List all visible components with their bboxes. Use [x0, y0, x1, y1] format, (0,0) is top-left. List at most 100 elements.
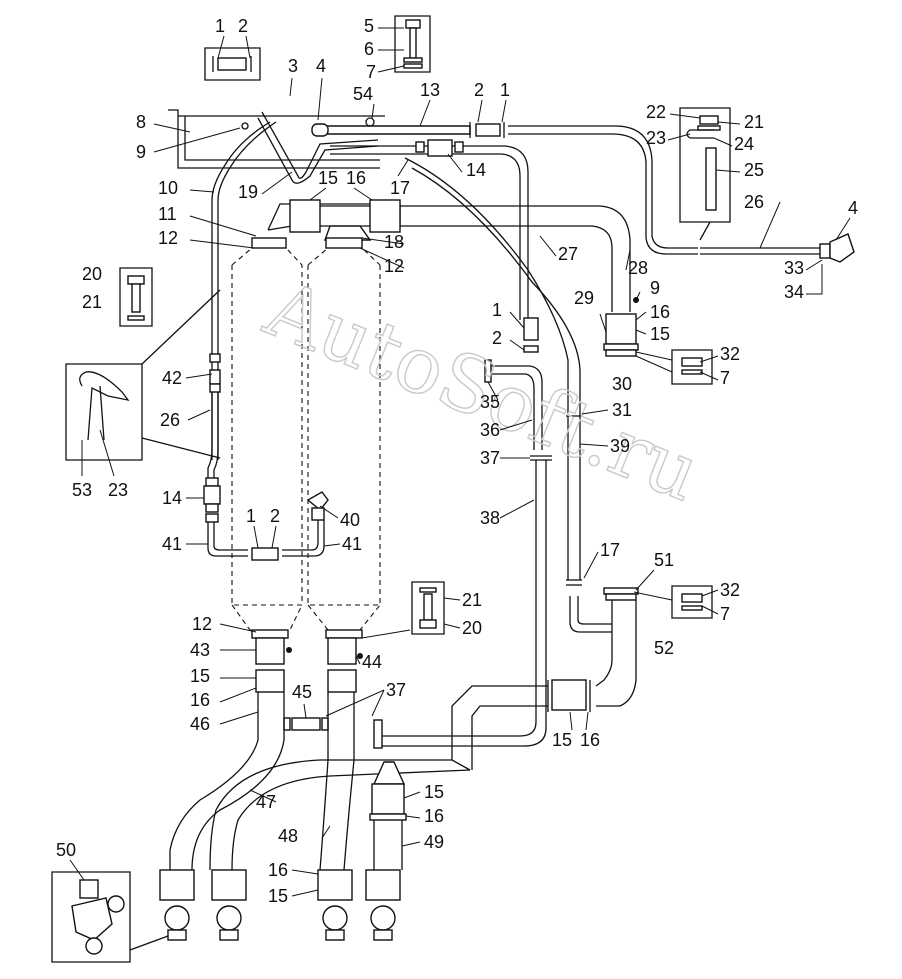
- part-label: 18: [384, 232, 404, 252]
- inset-clamp-22-25: [679, 107, 731, 223]
- part-label: 7: [720, 604, 730, 624]
- part-label: 21: [744, 112, 764, 132]
- pipe-38: [373, 455, 552, 749]
- part-label: 48: [278, 826, 298, 846]
- part-label: 1: [492, 300, 502, 320]
- part-label: 20: [462, 618, 482, 638]
- part-label: 16: [268, 860, 288, 880]
- part-label: 39: [610, 436, 630, 456]
- part-label: 21: [462, 590, 482, 610]
- inset-washer-32-7-top: [671, 349, 713, 385]
- part-label: 14: [162, 488, 182, 508]
- part-label: 23: [108, 480, 128, 500]
- part-label: 31: [612, 400, 632, 420]
- part-label: 7: [366, 62, 376, 82]
- part-label: 20: [82, 264, 102, 284]
- part-label: 36: [480, 420, 500, 440]
- part-label: 54: [353, 84, 373, 104]
- part-label: 50: [56, 840, 76, 860]
- part-label: 32: [720, 344, 740, 364]
- part-label: 1: [215, 16, 225, 36]
- part-label: 16: [650, 302, 670, 322]
- part-label: 9: [650, 278, 660, 298]
- leader-lines: [69, 27, 851, 897]
- part-label: 46: [190, 714, 210, 734]
- part-label: 17: [390, 178, 410, 198]
- part-label: 16: [424, 806, 444, 826]
- part-label: 10: [158, 178, 178, 198]
- part-label: 45: [292, 682, 312, 702]
- inset-bolt-20-21-lower: [411, 581, 445, 635]
- bottom-fittings: [159, 869, 401, 941]
- part-label: 1: [246, 506, 256, 526]
- part-label: 14: [466, 160, 486, 180]
- part-label: 2: [474, 80, 484, 100]
- part-label: 2: [270, 506, 280, 526]
- return-duct: [209, 685, 548, 871]
- part-label: 5: [364, 16, 374, 36]
- part-label: 6: [364, 39, 374, 59]
- inset-bolt-20-21: [119, 267, 153, 327]
- part-label: 33: [784, 258, 804, 278]
- part-label: 8: [136, 112, 146, 132]
- connector-4: [699, 221, 855, 263]
- part-label: 42: [162, 368, 182, 388]
- part-label: 2: [492, 328, 502, 348]
- part-label: 28: [628, 258, 648, 278]
- part-label: 16: [580, 730, 600, 750]
- part-label: 41: [162, 534, 182, 554]
- part-label: 24: [734, 134, 754, 154]
- part-label: 34: [784, 282, 804, 302]
- part-label: 40: [340, 510, 360, 530]
- part-label: 41: [342, 534, 362, 554]
- part-label: 4: [848, 198, 858, 218]
- part-label: 9: [136, 142, 146, 162]
- part-label: 49: [424, 832, 444, 852]
- part-label: 26: [160, 410, 180, 430]
- part-label: 15: [190, 666, 210, 686]
- part-label: 15: [424, 782, 444, 802]
- part-label: 30: [612, 374, 632, 394]
- part-label: 16: [190, 690, 210, 710]
- inset-bolt-5-6-7: [394, 15, 431, 73]
- part-label: 23: [646, 128, 666, 148]
- inset-cotter-23-53: [65, 289, 221, 461]
- part-label: 4: [316, 56, 326, 76]
- part-label: 38: [480, 508, 500, 528]
- part-label: 15: [552, 730, 572, 750]
- part-label: 15: [650, 324, 670, 344]
- inset-clamp-1-2: [204, 47, 261, 81]
- part-label: 11: [158, 204, 177, 224]
- part-label: 37: [386, 680, 406, 700]
- part-label: 3: [288, 56, 298, 76]
- part-label: 22: [646, 102, 666, 122]
- part-label: 53: [72, 480, 92, 500]
- part-label: 13: [420, 80, 440, 100]
- part-label: 19: [238, 182, 258, 202]
- part-label: 32: [720, 580, 740, 600]
- part-label: 7: [720, 368, 730, 388]
- part-label: 21: [82, 292, 102, 312]
- part-label: 29: [574, 288, 594, 308]
- left-tube: [203, 353, 329, 561]
- bent-tube-10: [211, 111, 379, 460]
- lower-couplings: [251, 629, 363, 731]
- part-label: 16: [346, 168, 366, 188]
- part-labels: 1 2 3 4 5 6 7 54 13 2 1 22 21 23 24 25 8…: [56, 16, 858, 906]
- top-tube-13: [311, 117, 698, 255]
- down-pipes: [169, 692, 407, 871]
- part-label: 47: [256, 792, 276, 812]
- part-label: 1: [500, 80, 510, 100]
- part-label: 2: [238, 16, 248, 36]
- tube-14-27: [330, 139, 529, 320]
- inset-valve-50: [51, 871, 169, 963]
- part-label: 37: [480, 448, 500, 468]
- top-manifold: [267, 199, 631, 312]
- inset-washer-32-7-bottom: [671, 585, 713, 619]
- riser-28: [603, 297, 639, 357]
- part-label: 15: [318, 168, 338, 188]
- part-label: 51: [654, 550, 674, 570]
- part-label: 12: [192, 614, 212, 634]
- tube-36: [484, 317, 543, 450]
